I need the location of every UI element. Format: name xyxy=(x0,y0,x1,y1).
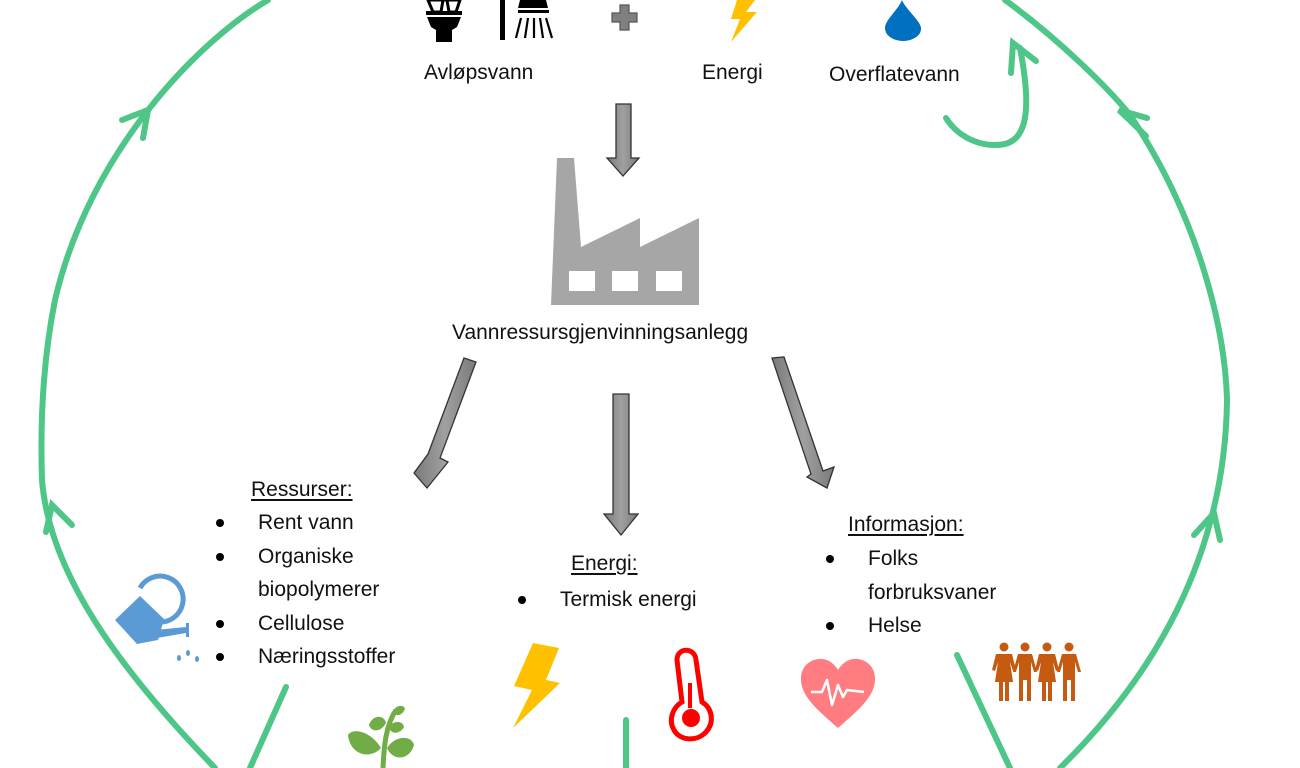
arrowhead-right-lower xyxy=(1191,506,1223,543)
arrow-to-resources xyxy=(413,357,477,490)
plant-icon xyxy=(348,705,414,768)
people-icon xyxy=(992,642,1081,701)
lightning-icon-top xyxy=(731,0,757,42)
heart-pulse-icon xyxy=(800,658,876,728)
information-item: Folks xyxy=(822,542,996,576)
arrow-down-into-plant xyxy=(605,103,641,177)
arrow-to-information xyxy=(771,356,836,489)
resource-item: Organiske xyxy=(212,540,395,574)
resource-item: Cellulose xyxy=(212,607,395,641)
arrow-to-energy xyxy=(602,393,640,537)
energy-input-label: Energi xyxy=(702,61,763,84)
process-arrows xyxy=(413,103,836,537)
output-line-information xyxy=(954,652,1013,768)
resource-item: Næringsstoffer xyxy=(212,640,395,674)
arrowhead-left-lower xyxy=(43,499,75,535)
surface-water-label: Overflatevann xyxy=(829,63,960,86)
energy-item: Termisk energi xyxy=(514,583,697,617)
thermometer-icon xyxy=(668,647,714,742)
resource-item: Rent vann xyxy=(212,506,395,540)
arrowhead-right-upper xyxy=(1116,107,1150,139)
water-drop-icon xyxy=(885,0,922,41)
information-list: Folks forbruksvaner Helse xyxy=(822,542,996,643)
plus-icon xyxy=(611,4,638,31)
shower-icon xyxy=(500,0,554,40)
arrowhead-left-upper xyxy=(119,105,152,141)
toilet-icon xyxy=(426,0,462,42)
information-heading: Informasjon: xyxy=(848,513,964,536)
resources-list: Rent vann Organiske biopolymerer Cellulo… xyxy=(212,506,395,674)
lightning-icon-energy xyxy=(513,643,560,728)
cycle-arc-left-upper xyxy=(38,0,271,483)
cycle-arrows xyxy=(38,0,1230,768)
output-line-resources xyxy=(247,684,289,768)
resources-heading: Ressurser: xyxy=(251,478,353,501)
plant-label: Vannressursgjenvinningsanlegg xyxy=(452,321,749,344)
watering-can-icon xyxy=(115,573,199,662)
information-item: Helse xyxy=(822,609,996,643)
energy-heading: Energi: xyxy=(571,552,638,575)
cycle-arc-right-lower xyxy=(1057,397,1230,768)
surface-water-loop xyxy=(943,45,1030,148)
wastewater-label: Avløpsvann xyxy=(424,61,534,84)
resource-item-continuation: biopolymerer xyxy=(258,578,380,601)
arrowhead-surface-loop xyxy=(1008,37,1039,76)
information-item-continuation: forbruksvaner xyxy=(868,580,997,604)
energy-list: Termisk energi xyxy=(514,583,697,617)
factory-icon xyxy=(551,158,699,305)
